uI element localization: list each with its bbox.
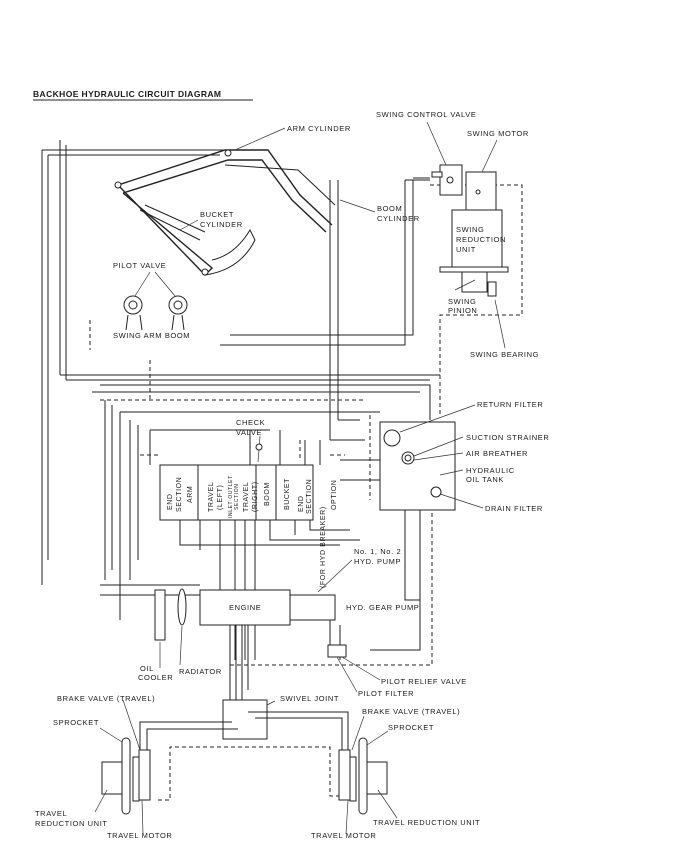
label-brake-valve-left: BRAKE VALVE (TRAVEL): [57, 694, 155, 703]
label-drain-filter: DRAIN FILTER: [485, 504, 543, 513]
label-swing-pinion-2: PINION: [448, 306, 477, 315]
diagram-title: BACKHOE HYDRAULIC CIRCUIT DIAGRAM: [33, 89, 221, 99]
section-end-right-1: END: [298, 495, 305, 512]
label-arm-cylinder: ARM CYLINDER: [287, 124, 351, 133]
section-travel-right-2: (RIGHT): [252, 481, 259, 512]
label-swing-reduction-1: SWING: [456, 225, 484, 234]
swing-unit: [426, 121, 509, 349]
label-pilot-valve-sub: SWING ARM BOOM: [113, 331, 190, 340]
label-hydraulic-tank-2: OIL TANK: [466, 475, 504, 484]
label-air-breather: AIR BREATHER: [466, 449, 528, 458]
section-inlet-outlet-1: INLET·OUTLET: [228, 475, 234, 518]
label-hyd-pump-2: HYD. PUMP: [354, 557, 401, 566]
section-travel-left-1: TRAVEL: [208, 482, 215, 512]
label-check-valve-1: CHECK: [236, 418, 265, 427]
label-hyd-pump-1: No. 1, No. 2: [354, 547, 401, 556]
label-swing-control-valve: SWING CONTROL VALVE: [376, 110, 476, 119]
section-bucket: BUCKET: [284, 478, 291, 510]
label-pilot-valve: PILOT VALVE: [113, 261, 166, 270]
control-valve: END SECTION ARM TRAVEL (LEFT) INLET·OUTL…: [159, 435, 338, 521]
pilot-valve[interactable]: [123, 271, 188, 331]
label-bucket-cylinder-2: CYLINDER: [200, 220, 243, 229]
label-pilot-relief-valve: PILOT RELIEF VALVE: [381, 677, 467, 686]
label-engine: ENGINE: [229, 603, 261, 612]
section-inlet-outlet-2: SECTION: [234, 484, 240, 510]
label-travel-motor-left: TRAVEL MOTOR: [107, 831, 172, 840]
label-swing-pinion-1: SWING: [448, 297, 476, 306]
label-travel-motor-right: TRAVEL MOTOR: [311, 831, 376, 840]
label-swing-reduction-2: REDUCTION: [456, 235, 506, 244]
travel-system: [94, 699, 398, 835]
label-oil-cooler-1: OIL: [140, 664, 154, 673]
hydraulic-oil-tank: [379, 404, 484, 511]
section-boom: BOOM: [264, 482, 271, 506]
label-swing-motor: SWING MOTOR: [467, 129, 529, 138]
label-boom-cylinder-2: CYLINDER: [377, 214, 420, 223]
label-brake-valve-right: BRAKE VALVE (TRAVEL): [362, 707, 460, 716]
section-end-right-2: SECTION: [306, 479, 313, 514]
label-for-hyd-breaker: (FOR HYD BREAKER): [320, 506, 327, 588]
label-sprocket-left: SPROCKET: [53, 718, 99, 727]
label-boom-cylinder-1: BOOM: [377, 204, 402, 213]
label-travel-reduction-right: TRAVEL REDUCTION UNIT: [373, 818, 480, 827]
section-option: OPTION: [331, 480, 338, 510]
label-hyd-gear-pump: HYD. GEAR PUMP: [346, 603, 419, 612]
section-travel-left-2: (LEFT): [217, 485, 224, 510]
label-oil-cooler-2: COOLER: [138, 673, 173, 682]
label-return-filter: RETURN FILTER: [477, 400, 543, 409]
label-travel-reduction-left-1: TRAVEL: [35, 809, 67, 818]
label-hydraulic-tank-1: HYDRAULIC: [466, 466, 515, 475]
engine-pump: [154, 559, 381, 693]
section-end-left-2: SECTION: [176, 477, 183, 512]
piping-lines: [41, 140, 523, 700]
section-end-left-1: END: [167, 493, 174, 510]
label-sprocket-right: SPROCKET: [388, 723, 434, 732]
section-travel-right-1: TRAVEL: [243, 482, 250, 512]
section-arm: ARM: [187, 486, 194, 503]
label-swing-bearing: SWING BEARING: [470, 350, 539, 359]
label-travel-reduction-left-2: REDUCTION UNIT: [35, 819, 108, 828]
label-pilot-filter: PILOT FILTER: [358, 689, 414, 698]
label-suction-strainer: SUCTION STRAINER: [466, 433, 549, 442]
label-swing-reduction-3: UNIT: [456, 245, 476, 254]
component-labels: SWING CONTROL VALVE SWING MOTOR ARM CYLI…: [35, 110, 549, 840]
label-bucket-cylinder-1: BUCKET: [200, 210, 234, 219]
leader-lines: [179, 127, 376, 231]
backhoe-arm-assembly: [114, 149, 336, 276]
label-radiator: RADIATOR: [179, 667, 222, 676]
label-swivel-joint: SWIVEL JOINT: [280, 694, 339, 703]
label-check-valve-2: VALVE: [236, 428, 262, 437]
